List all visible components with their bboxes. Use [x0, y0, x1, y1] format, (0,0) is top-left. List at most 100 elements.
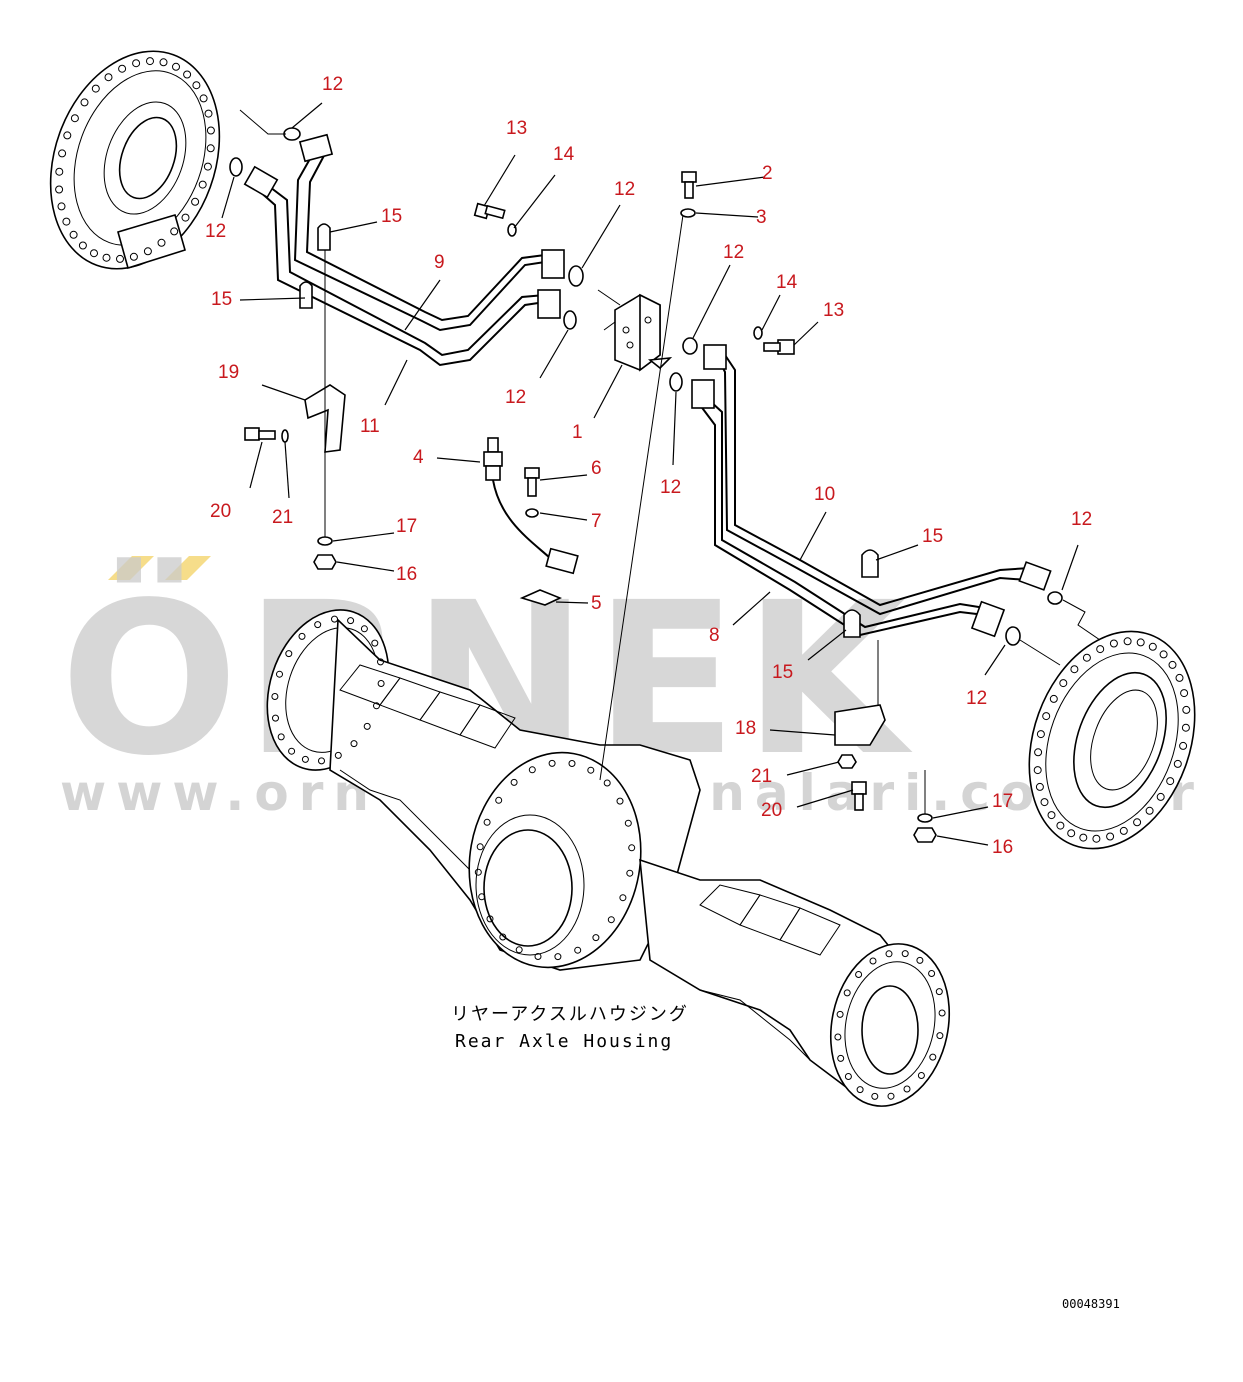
flange-bolt-hole	[616, 797, 624, 805]
callout-14: 14	[776, 272, 798, 293]
flange-bolt-hole	[183, 70, 192, 79]
callout-5: 5	[591, 593, 602, 614]
flange-bolt-hole	[198, 180, 207, 189]
flange-bolt-hole	[347, 617, 355, 625]
flange-bolt-hole	[276, 670, 283, 678]
watermark-accent-right	[165, 556, 211, 580]
flange-bolt-hole	[1181, 723, 1190, 732]
flange-bolt-hole	[1159, 650, 1168, 659]
callout-10: 10	[814, 484, 835, 505]
flange-bolt-hole	[285, 650, 293, 658]
flange-bolt-hole	[938, 1009, 946, 1017]
flange-bolt-hole	[102, 253, 111, 262]
flange-bolt-hole	[1123, 637, 1132, 646]
flange-bolt-hole	[1175, 673, 1184, 682]
flange-bolt-hole	[495, 796, 503, 804]
flange-bolt-hole	[371, 639, 379, 647]
flange-bolt-hole	[515, 946, 523, 954]
flange-bolt-hole	[917, 1072, 925, 1079]
flange-bolt-hole	[856, 1086, 864, 1094]
flange-bolt-hole	[206, 126, 215, 135]
flange-bolt-hole	[132, 59, 141, 68]
callout-labels: 12 12 13 14 15 9 15 11 19 20 21 17 16 12…	[205, 74, 1092, 858]
callout-21: 21	[751, 766, 772, 787]
flange-bolt-hole	[63, 131, 72, 140]
flange-bolt-hole	[159, 58, 168, 67]
flange-bolt-hole	[1034, 748, 1043, 757]
flange-bolt-hole	[1106, 832, 1115, 841]
callout-17: 17	[992, 791, 1013, 812]
callout-12: 12	[1071, 509, 1092, 530]
leader-lines	[221, 102, 1079, 846]
flange-bolt-hole	[534, 953, 542, 960]
flange-bolt-hole	[626, 869, 634, 877]
flange-bolt-hole	[62, 217, 71, 226]
flange-bolt-hole	[1166, 777, 1175, 786]
flange-bolt-hole	[157, 238, 166, 247]
flange-bolt-hole	[301, 755, 309, 763]
branch-block	[614, 293, 673, 372]
flange-bolt-hole	[116, 254, 124, 263]
callout-6: 6	[591, 458, 602, 479]
caption-japanese: リヤーアクスルハウジング	[451, 1004, 689, 1025]
callout-20: 20	[210, 501, 231, 522]
callout-11: 11	[360, 416, 380, 437]
flange-bolt-hole	[1148, 642, 1157, 651]
flange-bolt-hole	[887, 1092, 895, 1100]
brake-pipes	[243, 133, 1052, 638]
callout-19: 19	[218, 362, 239, 383]
flange-bolt-hole	[568, 760, 576, 767]
flange-bolt-hole	[478, 893, 486, 901]
flange-bolt-hole	[192, 81, 201, 90]
flange-bolt-hole	[624, 819, 632, 827]
flange-bolt-hole	[903, 1085, 911, 1093]
flange-bolt-hole	[377, 658, 384, 666]
flange-bolt-hole	[871, 1092, 879, 1100]
fasteners	[229, 109, 1101, 843]
flange-bolt-hole	[548, 759, 556, 767]
flange-bolt-hole	[1056, 821, 1065, 830]
flange-bolt-hole	[843, 989, 851, 997]
flange-bolt-hole	[834, 1033, 842, 1041]
flange-bolt-hole	[271, 693, 279, 700]
flange-bolt-hole	[1047, 811, 1056, 820]
flange-bolt-hole	[1059, 679, 1068, 688]
flange-bolt-hole	[172, 62, 180, 71]
flange-bolt-hole	[837, 1054, 845, 1062]
callout-9: 9	[434, 252, 445, 273]
flange-bolt-hole	[1179, 741, 1188, 750]
flange-bolt-hole	[587, 766, 595, 774]
callout-20: 20	[761, 800, 782, 821]
flange-bolt-hole	[1096, 645, 1105, 654]
flange-bolt-hole	[844, 1073, 852, 1080]
callout-15: 15	[922, 526, 943, 547]
flange-bolt-hole	[916, 956, 924, 964]
flange-bolt-hole	[1182, 705, 1191, 714]
flange-bolt-hole	[510, 778, 518, 786]
flange-bolt-hole	[474, 868, 482, 876]
callout-7: 7	[591, 511, 602, 532]
flange-bolt-hole	[80, 98, 89, 107]
flange-bolt-hole	[146, 57, 154, 66]
flange-bolt-hole	[1145, 806, 1154, 815]
callout-15: 15	[772, 662, 793, 683]
callout-16: 16	[992, 837, 1013, 858]
brackets-and-clamps	[299, 214, 926, 815]
flange-bolt-hole	[57, 202, 66, 211]
flange-bolt-hole	[55, 185, 64, 194]
flange-bolt-hole	[1049, 694, 1058, 703]
callout-12: 12	[723, 242, 744, 263]
flange-bolt-hole	[1082, 653, 1091, 662]
brake-pipe-11	[257, 189, 546, 367]
watermark-accent-left	[108, 556, 154, 580]
flange-bolt-hole	[170, 227, 179, 236]
drawing-captions: リヤーアクスルハウジング Rear Axle Housing 00048391	[451, 1004, 1120, 1311]
flange-bolt-hole	[1136, 638, 1145, 647]
flange-bolt-hole	[483, 818, 491, 826]
bracket-18	[834, 704, 886, 746]
flange-bolt-hole	[1070, 665, 1079, 674]
flange-bolt-hole	[1168, 660, 1177, 669]
callout-12: 12	[966, 688, 987, 709]
flange-bolt-hole	[885, 950, 893, 958]
flange-bolt-hole	[334, 751, 342, 759]
